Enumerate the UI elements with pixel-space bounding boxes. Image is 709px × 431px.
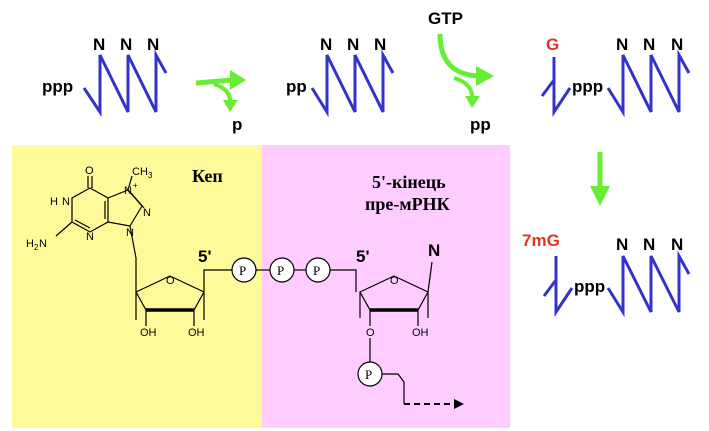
step1-base-3: N xyxy=(147,35,159,54)
premrna-panel-background xyxy=(262,145,510,428)
cap-ribose-oh-bonds xyxy=(135,269,232,326)
step3-g-backbone xyxy=(552,57,572,117)
premrna-ribose-o: O xyxy=(390,275,399,287)
step1-prefix: ppp xyxy=(42,77,73,96)
amino-bond xyxy=(55,221,73,237)
chain-continuation xyxy=(382,373,405,404)
step3-prefix: ppp xyxy=(572,77,603,96)
arrow2-branch-head xyxy=(465,96,480,108)
cap-glycosidic-bond xyxy=(129,225,137,292)
premrna-ribose-ring xyxy=(359,275,429,311)
arrow1-head xyxy=(230,70,246,90)
phosphate-link-3 xyxy=(330,269,357,292)
methyl-bond xyxy=(127,175,133,191)
atom-n3: N xyxy=(86,231,94,243)
step3-g-stub xyxy=(540,79,556,97)
step3-added-nucleotide: G xyxy=(546,35,559,54)
rna-step2: pp N N N xyxy=(286,35,395,118)
cap-ribose-o: O xyxy=(166,275,175,287)
step2-base-2: N xyxy=(347,35,359,54)
step1-base-1: N xyxy=(93,35,105,54)
arrow3-head xyxy=(590,186,610,206)
atom-nh2-n: N xyxy=(39,238,47,250)
step4-base-2: N xyxy=(643,235,655,254)
phosphate-label-1: P xyxy=(239,263,246,278)
cap-panel-title: Кеп xyxy=(192,166,223,186)
phosphate-label-2: P xyxy=(277,263,284,278)
cap-ribose-oh-1: OH xyxy=(140,327,157,339)
rna-step3: G ppp N N N xyxy=(540,35,691,118)
arrow2-head xyxy=(476,66,494,86)
step2-backbone xyxy=(310,49,395,118)
step4-added-nucleotide: 7mG xyxy=(522,231,560,250)
atom-nh2-h: H xyxy=(26,238,34,250)
guanine-cn-double xyxy=(74,219,91,229)
premrna-title-line1: 5'-кінець xyxy=(372,172,446,192)
step1-backbone xyxy=(82,49,168,117)
premrna-base: N xyxy=(428,241,440,260)
arrow2-product: pp xyxy=(470,115,491,134)
guanine-carbonyl xyxy=(87,176,93,188)
step2-base-1: N xyxy=(320,35,332,54)
step4-prefix: ppp xyxy=(574,277,605,296)
cap-structure: Кеп O CH 3 N + N H H 2 N N N N O OH OH xyxy=(26,165,232,339)
atom-ch3-sub: 3 xyxy=(148,171,153,180)
step4-backbone xyxy=(606,250,691,318)
phosphate-label-4: P xyxy=(365,367,372,382)
reaction-arrow-3 xyxy=(590,152,610,206)
premrna-title-line2: пре-мРНК xyxy=(365,194,450,214)
premrna-ribose-oh: OH xyxy=(412,327,429,339)
step3-backbone xyxy=(606,49,691,118)
atom-o-carbonyl: O xyxy=(85,165,94,177)
step2-base-3: N xyxy=(374,35,386,54)
arrow2-reactant: GTP xyxy=(428,9,463,28)
premrna-o3: O xyxy=(366,327,375,339)
premrna-ribose-bonds xyxy=(359,261,433,326)
step4-base-3: N xyxy=(671,235,683,254)
arrow2-shaft xyxy=(437,33,479,79)
cap-ribose-oh-2: OH xyxy=(188,327,205,339)
atom-ch3: CH xyxy=(132,166,148,178)
atom-n8: N xyxy=(143,207,151,219)
reaction-arrow-1: p xyxy=(195,70,246,134)
cap-ribose-ring xyxy=(135,275,205,311)
step4-g-stub xyxy=(542,279,558,297)
atom-n1: N xyxy=(62,196,70,208)
step4-base-1: N xyxy=(616,235,628,254)
step2-prefix: pp xyxy=(286,77,307,96)
step4-g-backbone xyxy=(554,256,574,317)
atom-n1-h: H xyxy=(50,196,58,208)
step1-base-2: N xyxy=(120,35,132,54)
step3-base-1: N xyxy=(616,35,628,54)
atom-n7-charge: + xyxy=(133,181,138,190)
arrow1-branch-head xyxy=(223,100,238,112)
rna-step4: 7mG ppp N N N xyxy=(522,231,691,318)
phosphate-label-3: P xyxy=(313,263,320,278)
triphosphate-bridge: P P P xyxy=(231,257,357,292)
arrow1-product: p xyxy=(232,115,242,134)
reaction-arrow-2: GTP pp xyxy=(428,9,494,134)
imidazole-double-bond xyxy=(130,192,145,209)
step3-base-2: N xyxy=(643,35,655,54)
atom-n9: N xyxy=(126,227,134,239)
rna-step1: ppp N N N xyxy=(42,35,168,117)
atom-nh2-sub: 2 xyxy=(34,243,39,252)
step3-base-3: N xyxy=(671,35,683,54)
atom-n7: N xyxy=(124,185,132,197)
cap-five-prime: 5' xyxy=(198,247,212,266)
arrow1-shaft xyxy=(195,77,233,86)
premrna-structure: 5'-кінець пре-мРНК 5' N O OH O P xyxy=(356,172,464,409)
premrna-five-prime: 5' xyxy=(356,247,370,266)
cap-panel-background xyxy=(12,145,262,428)
